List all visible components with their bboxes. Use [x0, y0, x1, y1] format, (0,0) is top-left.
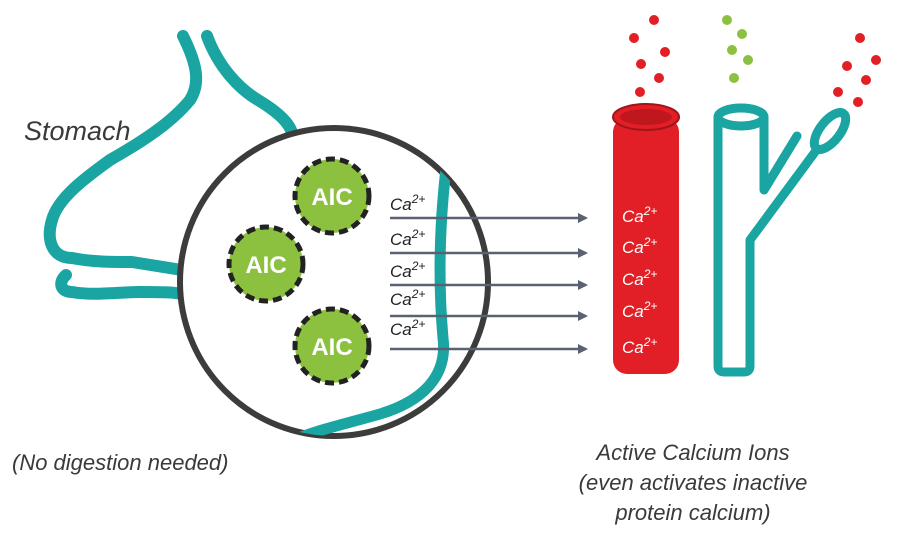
calcium-ion: Ca2+	[390, 192, 425, 214]
svg-text:Ca2+: Ca2+	[390, 287, 425, 309]
calcium-ion: Ca2+	[390, 287, 425, 309]
red-dots-right	[833, 33, 881, 107]
svg-text:Ca2+: Ca2+	[390, 259, 425, 281]
vessel-ion-label: Ca2+	[622, 335, 657, 357]
no-digestion-label: (No digestion needed)	[12, 450, 228, 475]
aic-particle: AIC	[226, 224, 306, 304]
active-ions-subtitle-1: (even activates inactive	[579, 470, 808, 495]
magnifier-lens	[177, 125, 491, 439]
svg-text:Ca2+: Ca2+	[390, 317, 425, 339]
teal-branching-vessel	[713, 103, 851, 377]
svg-text:AIC: AIC	[311, 184, 352, 211]
vessel-ion-label: Ca2+	[622, 267, 657, 289]
calcium-ion: Ca2+	[390, 259, 425, 281]
calcium-ion: Ca2+	[390, 317, 425, 339]
svg-text:Ca2+: Ca2+	[390, 192, 425, 214]
vessel-ion-label: Ca2+	[622, 204, 657, 226]
aic-particle: AIC	[292, 306, 372, 386]
svg-text:AIC: AIC	[245, 252, 286, 279]
vessel-ion-label: Ca2+	[622, 235, 657, 257]
svg-text:Ca2+: Ca2+	[390, 227, 425, 249]
active-ions-subtitle-2: protein calcium)	[614, 500, 770, 525]
calcium-ion: Ca2+	[390, 227, 425, 249]
red-blood-vessel: Ca2+ Ca2+ Ca2+ Ca2+ Ca2+	[612, 103, 680, 374]
vessel-ion-label: Ca2+	[622, 299, 657, 321]
stomach-label: Stomach	[24, 116, 131, 146]
active-ions-title: Active Calcium Ions	[594, 440, 789, 465]
aic-particle: AIC	[292, 156, 372, 236]
green-dots	[722, 15, 753, 83]
stomach-wall	[289, 128, 458, 436]
ion-arrows: Ca2+ Ca2+ Ca2+ Ca2+ Ca2+	[390, 192, 588, 354]
red-dots-left	[629, 15, 670, 97]
svg-text:AIC: AIC	[311, 334, 352, 361]
